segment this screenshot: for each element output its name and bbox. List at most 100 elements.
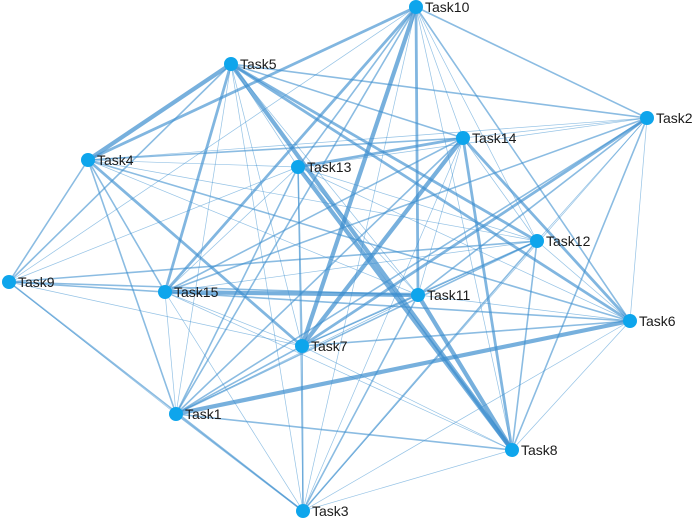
- edge-task15-task12: [164, 240, 538, 293]
- edge-task4-task14: [87, 137, 464, 161]
- node-marker[interactable]: [158, 285, 172, 299]
- edge-task5-task4: [85, 61, 234, 163]
- edge-task14-task3: [302, 137, 464, 512]
- edge-task15-task7: [164, 291, 303, 347]
- node-task6[interactable]: Task6: [623, 313, 676, 329]
- edge-task2-task6: [629, 117, 648, 322]
- edge-task15-task1: [164, 291, 177, 415]
- edge-task10-task9: [8, 6, 417, 283]
- edge-task6-task7: [301, 320, 631, 347]
- edge-task14-task7: [299, 135, 466, 349]
- edge-task2-task11: [417, 117, 648, 296]
- edge-task4-task7: [86, 158, 304, 348]
- node-label: Task9: [18, 274, 55, 290]
- node-marker[interactable]: [169, 407, 183, 421]
- edge-task15-task14: [164, 137, 464, 293]
- node-task1[interactable]: Task1: [169, 406, 222, 422]
- edge-task10-task8: [415, 6, 513, 451]
- node-task11[interactable]: Task11: [411, 287, 471, 303]
- node-label: Task4: [97, 152, 134, 168]
- edge-task5-task3: [230, 63, 304, 512]
- edge-task5-task13: [230, 63, 299, 168]
- node-task2[interactable]: Task2: [640, 110, 693, 126]
- edge-task4-task2: [87, 117, 648, 161]
- edge-task10-task2: [415, 6, 648, 119]
- node-task8[interactable]: Task8: [505, 442, 558, 458]
- edge-task9-task15: [8, 281, 166, 293]
- edge-task1-task3: [175, 413, 304, 512]
- edge-task10-task12: [415, 6, 538, 242]
- edge-task6-task1: [173, 318, 633, 417]
- edge-task9-task13: [8, 166, 299, 283]
- node-label: Task15: [174, 284, 219, 300]
- edge-task11-task7: [301, 294, 419, 347]
- edge-task10-task11: [414, 5, 420, 297]
- edge-task12-task1: [175, 240, 538, 415]
- node-label: Task3: [312, 503, 349, 519]
- edge-task9-task1: [8, 281, 177, 415]
- edge-task15-task11: [162, 289, 421, 298]
- node-marker[interactable]: [456, 131, 470, 145]
- node-marker[interactable]: [409, 0, 423, 14]
- edge-task4-task9: [8, 159, 89, 283]
- edge-task14-task1: [175, 137, 464, 415]
- edge-task2-task7: [300, 116, 649, 348]
- edge-task9-task7: [8, 281, 303, 347]
- edge-task14-task8: [461, 136, 514, 452]
- node-label: Task5: [240, 56, 277, 72]
- node-task3[interactable]: Task3: [296, 503, 349, 519]
- edge-task14-task2: [462, 117, 648, 139]
- node-marker[interactable]: [640, 111, 654, 125]
- node-task13[interactable]: Task13: [291, 159, 352, 175]
- node-task5[interactable]: Task5: [224, 56, 277, 72]
- edge-task14-task11: [417, 137, 464, 296]
- node-task7[interactable]: Task7: [295, 338, 348, 354]
- edge-task5-task1: [175, 63, 232, 415]
- node-marker[interactable]: [623, 314, 637, 328]
- edge-task10-task14: [415, 6, 464, 139]
- node-task12[interactable]: Task12: [530, 233, 591, 249]
- node-marker[interactable]: [505, 443, 519, 457]
- node-marker[interactable]: [411, 288, 425, 302]
- edge-task4-task6: [87, 159, 631, 322]
- edge-task7-task8: [301, 345, 513, 451]
- edge-task4-task15: [87, 159, 166, 293]
- edge-task12-task11: [417, 240, 538, 296]
- edge-task13-task2: [297, 117, 648, 168]
- edges-layer: [8, 4, 649, 512]
- node-marker[interactable]: [291, 160, 305, 174]
- edge-task4-task12: [87, 159, 538, 242]
- edge-task13-task1: [175, 166, 299, 415]
- node-task10[interactable]: Task10: [409, 0, 470, 15]
- edge-task6-task3: [302, 320, 631, 512]
- edge-task13-task8: [295, 164, 515, 453]
- node-label: Task10: [425, 0, 470, 15]
- edge-task7-task3: [301, 345, 304, 512]
- node-marker[interactable]: [81, 153, 95, 167]
- node-marker[interactable]: [224, 57, 238, 71]
- edge-task5-task2: [230, 63, 648, 119]
- edge-task2-task8: [511, 117, 648, 451]
- node-task14[interactable]: Task14: [456, 130, 517, 146]
- node-marker[interactable]: [295, 339, 309, 353]
- node-task15[interactable]: Task15: [158, 284, 219, 300]
- edge-task10-task6: [415, 6, 631, 322]
- edge-task8-task3: [302, 449, 513, 512]
- node-task4[interactable]: Task4: [81, 152, 134, 168]
- edge-task11-task6: [417, 294, 631, 322]
- node-marker[interactable]: [2, 275, 16, 289]
- node-label: Task2: [656, 110, 693, 126]
- node-label: Task1: [185, 406, 222, 422]
- node-label: Task13: [307, 159, 352, 175]
- edge-task12-task6: [536, 240, 631, 322]
- node-marker[interactable]: [530, 234, 544, 248]
- edge-task11-task8: [415, 292, 515, 453]
- node-marker[interactable]: [296, 504, 310, 518]
- node-task9[interactable]: Task9: [2, 274, 55, 290]
- edge-task10-task7: [299, 4, 419, 349]
- edge-task15-task6: [164, 291, 631, 322]
- node-label: Task11: [427, 287, 471, 303]
- node-label: Task8: [521, 442, 558, 458]
